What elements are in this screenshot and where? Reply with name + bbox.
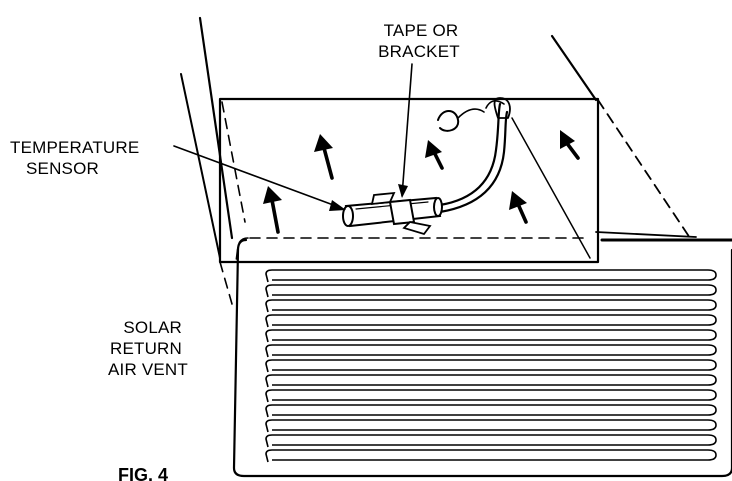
vent-louver — [265, 284, 717, 298]
vent-louver — [265, 359, 717, 373]
sensor-leader-line — [173, 145, 337, 207]
vent-louvers — [265, 269, 717, 463]
airflow-arrows — [263, 130, 580, 234]
duct-right-wall-dashed — [597, 99, 691, 239]
vent-louver — [265, 329, 717, 343]
duct-left-wall-front — [180, 73, 221, 259]
duct-floor-right-edge — [595, 231, 697, 238]
airflow-arrow — [509, 191, 528, 224]
vent-louver — [265, 314, 717, 328]
duct-walls — [180, 16, 732, 305]
airflow-arrow — [425, 140, 444, 170]
tape-leader-line — [401, 63, 413, 197]
plenum-box — [218, 97, 600, 264]
wire-end-lead — [457, 108, 485, 119]
airflow-arrow — [560, 130, 580, 160]
temperature-sensor — [342, 97, 511, 236]
label-tape-or-bracket-line2: BRACKET — [378, 42, 460, 61]
label-temperature-sensor-line1: TEMPERATURE — [10, 138, 139, 157]
sensor-wire-strand — [511, 117, 591, 259]
return-air-vent — [232, 238, 732, 478]
vent-louver — [265, 299, 717, 313]
vent-louver — [265, 419, 717, 433]
tape-bracket — [370, 191, 432, 236]
leader-lines — [173, 63, 413, 211]
sensor-cable-hook — [485, 100, 505, 109]
label-solar-return-line1: SOLAR — [123, 318, 182, 337]
duct-left-wall-back — [198, 16, 234, 240]
vent-frame — [232, 238, 732, 478]
label-solar-return-line3: AIR VENT — [108, 360, 188, 379]
vent-louver — [265, 269, 717, 283]
plenum-inner-dashed-left — [221, 101, 246, 223]
sensor-cable-inner — [438, 110, 509, 214]
label-tape-or-bracket-line1: TAPE OR — [384, 21, 459, 40]
airflow-arrow — [263, 186, 282, 234]
sensor-cable-outer — [438, 102, 502, 207]
airflow-arrow — [314, 134, 334, 180]
vent-louver — [265, 434, 717, 448]
wire-end-clip — [437, 110, 460, 132]
duct-right-wall-top — [550, 34, 598, 102]
vent-louver — [265, 389, 717, 403]
label-solar-return-line2: RETURN — [110, 339, 182, 358]
vent-louver — [265, 374, 717, 388]
figure-label: FIG. 4 — [118, 465, 168, 481]
sensor-body — [342, 196, 443, 228]
vent-louver — [265, 344, 717, 358]
vent-louver — [265, 404, 717, 418]
label-temperature-sensor-line2: SENSOR — [26, 159, 99, 178]
duct-left-wall-dashed — [219, 261, 233, 305]
labels: TAPE OR BRACKET TEMPERATURE SENSOR SOLAR… — [10, 21, 460, 481]
sensor-cable-loop — [493, 97, 511, 119]
vent-louver — [265, 449, 717, 463]
